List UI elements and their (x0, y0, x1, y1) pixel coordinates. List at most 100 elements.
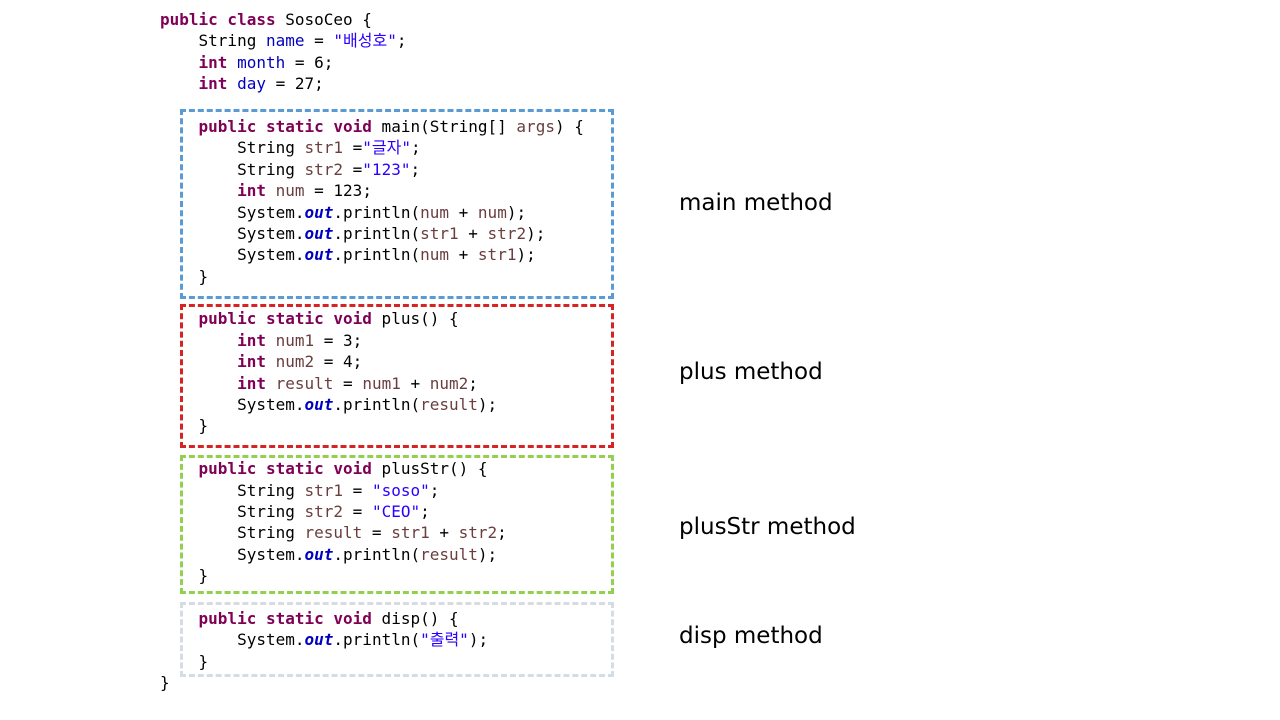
code-token: str1 (420, 223, 459, 243)
main-method-box (180, 109, 614, 299)
code-token: disp() { (371, 608, 459, 628)
code-token: num2 (275, 352, 315, 372)
code-token: = 6; (285, 52, 334, 72)
code-line: int num1 = 3; (160, 330, 584, 351)
code-token: "배성호" (333, 31, 397, 51)
code-line: System.out.println(num + num); (160, 202, 584, 223)
code-token: "soso" (371, 480, 430, 500)
plusstr-method-label: plusStr method (679, 514, 856, 540)
code-token: + (400, 373, 430, 393)
code-line: String str2 = "CEO"; (160, 501, 584, 522)
code-token: plus() { (371, 309, 459, 329)
code-token: "글자" (362, 138, 412, 158)
code-token: = (343, 159, 363, 179)
code-line: String name = "배성호"; (160, 30, 584, 51)
code-line: } (160, 266, 584, 287)
code-token: System. (160, 395, 305, 415)
code-token (227, 74, 237, 93)
code-token: ); (516, 245, 536, 265)
code-token: result (275, 373, 334, 393)
code-token: = (343, 138, 363, 158)
code-token: + (429, 523, 459, 543)
code-block: public class SosoCeo { String name = "배성… (160, 9, 584, 694)
code-token: = 3; (314, 330, 363, 350)
code-token: = (304, 31, 334, 51)
code-token: ) { (554, 116, 584, 136)
code-token: .println( (333, 544, 421, 564)
code-line: public static void main(String[] args) { (160, 116, 584, 137)
code-token: System. (160, 630, 305, 650)
code-token: str2 (458, 523, 498, 543)
code-line: } (160, 672, 584, 693)
code-line: System.out.println(num + str1); (160, 244, 584, 265)
code-token: str1 (477, 245, 517, 265)
code-token: } (160, 266, 209, 286)
code-line: int month = 6; (160, 52, 584, 73)
plus-method-box (180, 304, 614, 448)
code-token: String (160, 138, 305, 158)
code-token: result (304, 523, 363, 543)
code-token: .println( (333, 202, 421, 222)
code-token: = (362, 523, 392, 543)
code-token: int (237, 330, 266, 350)
code-token: result (420, 395, 478, 415)
code-token: num (420, 245, 450, 265)
code-line: System.out.println(result); (160, 394, 584, 415)
code-token: String (160, 480, 305, 500)
code-token: str1 (391, 523, 430, 543)
code-token: int (198, 74, 228, 94)
plusstr-method-box (180, 455, 614, 594)
code-token: = (333, 373, 363, 393)
code-token: .println( (333, 223, 421, 243)
code-token: int (198, 52, 228, 72)
code-token: String (160, 31, 266, 51)
code-token: public static void (198, 459, 372, 479)
code-token: out (304, 202, 334, 222)
code-token: ; (468, 373, 478, 393)
code-token: = 4; (314, 352, 363, 372)
code-token: System. (160, 245, 305, 265)
code-line: System.out.println(result); (160, 544, 584, 565)
code-line: } (160, 565, 584, 586)
code-token: = 123; (304, 181, 372, 201)
code-token: ; (411, 138, 421, 158)
code-token: = (343, 501, 372, 521)
code-token: int (237, 373, 266, 393)
code-token: ; (396, 31, 407, 51)
code-token: num1 (362, 373, 401, 393)
code-token (160, 74, 199, 93)
code-token: "123" (362, 159, 411, 179)
code-line: public static void plusStr() { (160, 458, 584, 479)
code-token: ; (429, 480, 440, 500)
code-token: num (477, 202, 507, 222)
code-token: } (160, 673, 170, 693)
code-token: str2 (304, 159, 344, 179)
code-line: String str1 ="글자"; (160, 137, 584, 158)
code-token: String (160, 523, 305, 543)
code-token: } (160, 416, 209, 436)
code-line: int result = num1 + num2; (160, 373, 584, 394)
code-token: public static void (198, 116, 372, 136)
code-token: out (304, 630, 334, 650)
code-token: public static void (198, 309, 372, 329)
code-token: result (420, 544, 478, 564)
code-line: String str2 ="123"; (160, 159, 584, 180)
code-token: ); (477, 544, 498, 564)
disp-method-box (180, 602, 614, 677)
code-token: .println( (333, 630, 421, 650)
code-line: int day = 27; (160, 73, 584, 94)
code-token: ); (526, 223, 546, 243)
code-token: str1 (304, 138, 344, 158)
code-line: public static void plus() { (160, 308, 584, 329)
code-token: name (265, 31, 305, 51)
code-token: = 27; (265, 74, 324, 94)
code-line: } (160, 415, 584, 436)
code-token: int (237, 181, 266, 201)
code-token: out (304, 544, 334, 564)
code-line: public static void disp() { (160, 608, 584, 629)
code-token: out (304, 395, 334, 415)
code-token: String (160, 159, 305, 179)
code-token: str2 (304, 501, 344, 521)
code-token: day (237, 74, 266, 94)
code-token: plusStr() { (371, 459, 488, 479)
